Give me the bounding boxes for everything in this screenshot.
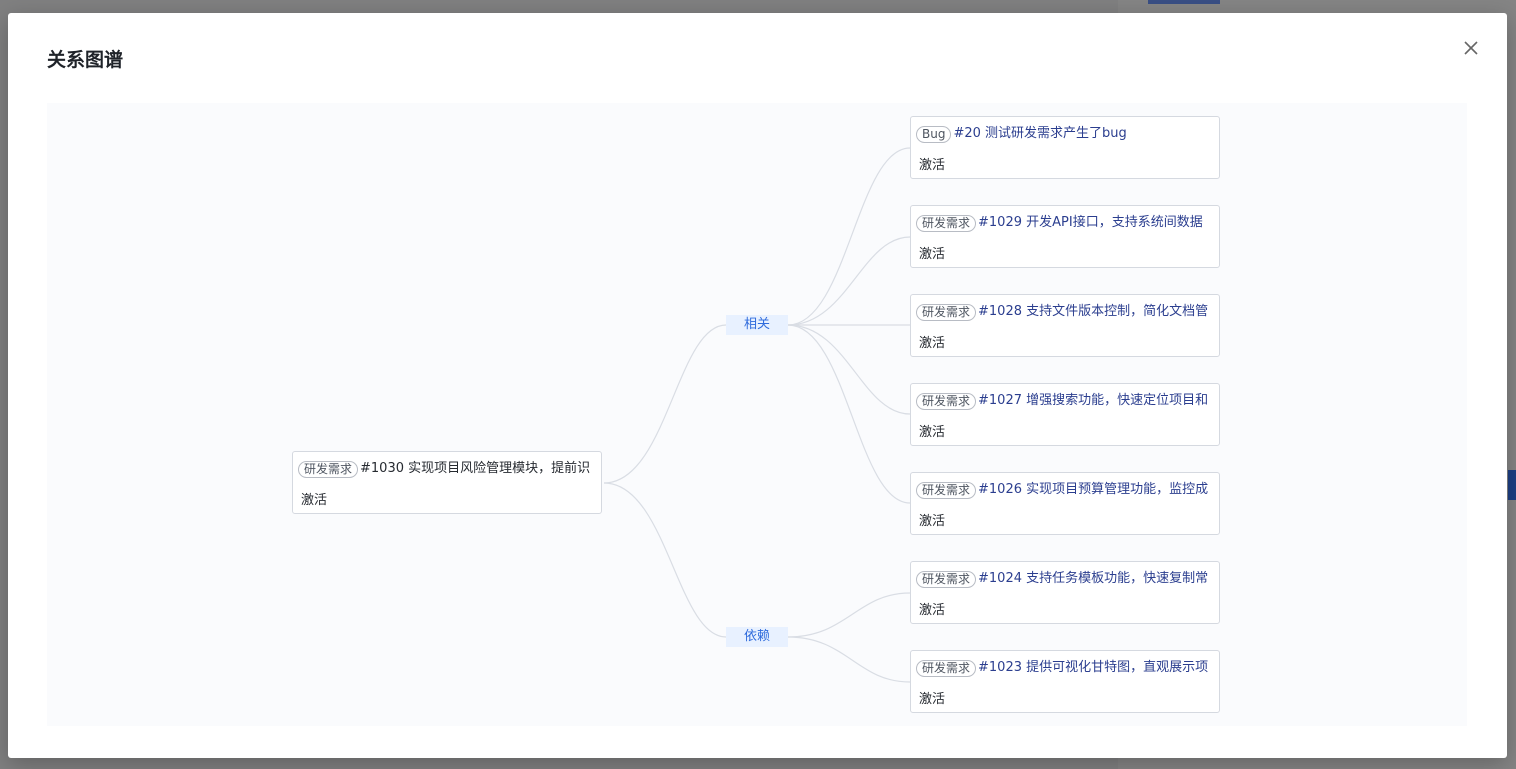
type-tag: 研发需求 [916, 392, 977, 410]
type-tag: 研发需求 [916, 659, 977, 677]
node-status: 激活 [919, 247, 946, 262]
node-status: 激活 [301, 493, 328, 508]
node-status: 激活 [919, 603, 946, 618]
type-tag: 研发需求 [916, 303, 977, 321]
related-node-4[interactable]: 研发需求#1027 增强搜索功能，快速定位项目和 激活 [910, 383, 1220, 446]
type-tag: 研发需求 [916, 481, 977, 499]
node-status: 激活 [919, 514, 946, 529]
related-node-3[interactable]: 研发需求#1028 支持文件版本控制，简化文档管 激活 [910, 294, 1220, 357]
link-related-item-4 [787, 324, 911, 415]
link-depends-item-1 [787, 592, 911, 638]
node-status: 激活 [919, 692, 946, 707]
node-title-link[interactable]: #1029 开发API接口，支持系统间数据 [978, 215, 1203, 230]
node-title-link[interactable]: #1026 实现项目预算管理功能，监控成 [978, 482, 1209, 497]
node-title: #1030 实现项目风险管理模块，提前识 [360, 461, 591, 476]
node-status: 激活 [919, 336, 946, 351]
depends-node-1[interactable]: 研发需求#1024 支持任务模板功能，快速复制常 激活 [910, 561, 1220, 624]
node-status: 激活 [919, 158, 946, 173]
node-status: 激活 [919, 425, 946, 440]
close-icon [1464, 41, 1478, 55]
background-blue-button [1508, 470, 1516, 500]
graph-canvas[interactable]: 研发需求#1030 实现项目风险管理模块，提前识 激活 相关 依赖 Bug#20… [47, 103, 1467, 726]
relationship-graph-modal: 关系图谱 研发需 [8, 13, 1507, 758]
graph-links [603, 147, 911, 683]
type-tag: 研发需求 [916, 214, 977, 232]
group-label-related[interactable]: 相关 [726, 315, 788, 335]
node-title-link[interactable]: #1023 提供可视化甘特图，直观展示项 [978, 660, 1209, 675]
node-title-link[interactable]: #1027 增强搜索功能，快速定位项目和 [978, 393, 1209, 408]
node-title-link[interactable]: #20 测试研发需求产生了bug [953, 126, 1127, 141]
close-button[interactable] [1460, 37, 1482, 59]
type-tag: 研发需求 [298, 460, 359, 478]
type-tag: 研发需求 [916, 570, 977, 588]
link-related-item-2 [787, 236, 911, 326]
depends-node-2[interactable]: 研发需求#1023 提供可视化甘特图，直观展示项 激活 [910, 650, 1220, 713]
root-node[interactable]: 研发需求#1030 实现项目风险管理模块，提前识 激活 [292, 451, 602, 514]
link-related-item-1 [787, 147, 911, 326]
link-depends-item-2 [787, 636, 911, 683]
related-node-5[interactable]: 研发需求#1026 实现项目预算管理功能，监控成 激活 [910, 472, 1220, 535]
related-node-1[interactable]: Bug#20 测试研发需求产生了bug 激活 [910, 116, 1220, 179]
link-related-item-5 [787, 324, 911, 504]
type-tag: Bug [916, 125, 952, 143]
modal-title: 关系图谱 [47, 49, 124, 71]
link-root-depends [603, 482, 727, 638]
node-title-link[interactable]: #1028 支持文件版本控制，简化文档管 [978, 304, 1209, 319]
related-node-2[interactable]: 研发需求#1029 开发API接口，支持系统间数据 激活 [910, 205, 1220, 268]
background-active-tab-indicator [1148, 0, 1220, 4]
node-title-link[interactable]: #1024 支持任务模板功能，快速复制常 [978, 571, 1209, 586]
link-root-related [603, 324, 727, 484]
group-label-depends[interactable]: 依赖 [726, 627, 788, 647]
